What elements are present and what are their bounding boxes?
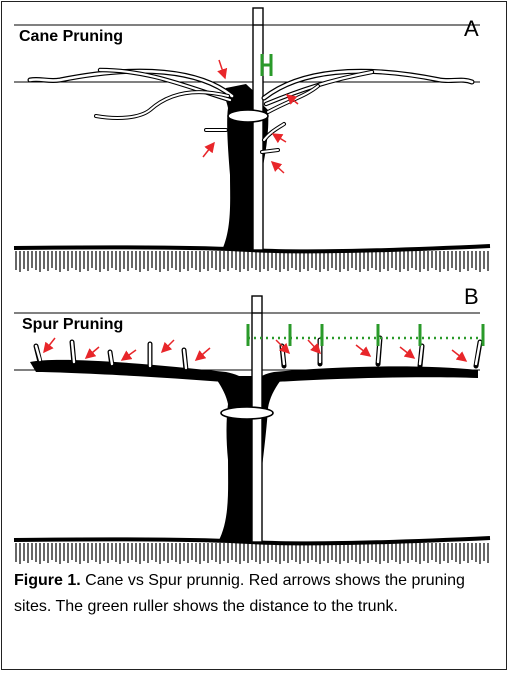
arrow-b9 xyxy=(399,346,416,359)
trunk-b xyxy=(214,376,284,542)
arrow-b2 xyxy=(84,346,100,359)
arrow-b8 xyxy=(355,344,372,357)
arrow-b7 xyxy=(307,339,322,355)
pruning-arrows-b xyxy=(43,337,468,362)
caption-label: Figure 1. xyxy=(14,572,81,589)
panel-a xyxy=(13,7,491,272)
figure-caption: Figure 1. Cane vs Spur prunnig. Red arro… xyxy=(14,568,494,620)
arrow-b6 xyxy=(275,339,291,355)
ruler-b xyxy=(246,324,485,346)
arrow-a4 xyxy=(271,133,287,144)
panel-title-cane: Cane Pruning xyxy=(19,28,124,45)
panel-title-spur: Spur Pruning xyxy=(22,316,124,333)
caption-text: Cane vs Spur prunnig. Red arrows shows t… xyxy=(14,572,465,615)
cordon-b xyxy=(30,359,478,392)
panel-letter-b: B xyxy=(464,284,479,309)
stake-a xyxy=(252,7,264,251)
arrow-a2 xyxy=(285,94,299,105)
trunk-tie-b xyxy=(220,406,274,420)
arrow-b10 xyxy=(451,349,468,362)
ruler-a xyxy=(260,54,273,76)
panel-b xyxy=(13,295,491,564)
ground-a xyxy=(13,244,491,272)
canes-a xyxy=(27,67,475,154)
arrow-a1 xyxy=(217,59,228,80)
arrow-a3 xyxy=(202,141,215,158)
arrow-b5 xyxy=(194,347,211,361)
pruning-arrows-a xyxy=(202,59,299,174)
arrow-b4 xyxy=(160,339,175,354)
panel-letter-a: A xyxy=(464,16,479,41)
trunk-tie-a xyxy=(227,109,269,123)
arrow-a5 xyxy=(270,160,285,174)
arrow-b1 xyxy=(43,337,56,354)
arrow-b3 xyxy=(120,349,137,361)
